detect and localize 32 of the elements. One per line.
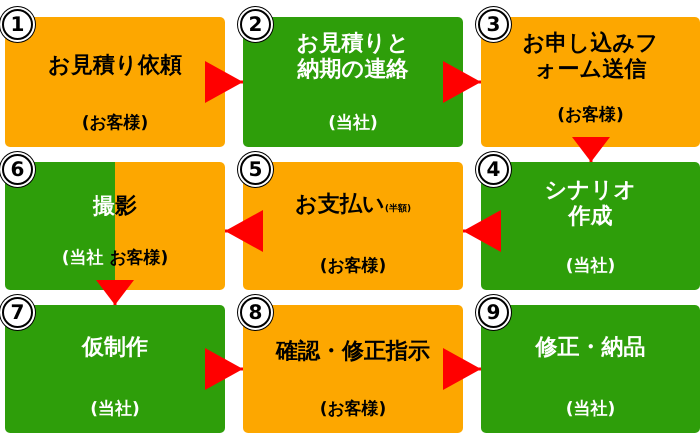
step-title: お申し込みフォーム送信 xyxy=(522,31,660,84)
arrow xyxy=(443,348,481,390)
arrow xyxy=(225,210,263,252)
arrow xyxy=(463,210,501,252)
arrow xyxy=(572,137,610,162)
step-number: 6 xyxy=(2,154,33,185)
actor-label: (当社) xyxy=(90,398,140,419)
actor-label: (当社) xyxy=(566,398,616,419)
step-title: お見積りと納期の連絡 xyxy=(296,31,410,84)
arrow xyxy=(96,280,134,305)
arrow xyxy=(205,348,243,390)
step-number: 9 xyxy=(478,297,509,328)
step-title: 修正・納品 xyxy=(536,335,646,362)
step-number: 2 xyxy=(240,9,271,40)
actor-label: (お客様) xyxy=(557,104,624,125)
step-title: お見積り依頼 xyxy=(48,53,182,80)
actor-label: (当社) xyxy=(566,256,616,276)
actor-label: (お客様) xyxy=(320,256,386,276)
step-number: 5 xyxy=(240,154,271,185)
actor-label: (当社) xyxy=(328,112,378,133)
step-number: 1 xyxy=(2,9,33,40)
step-title: シナリオ作成 xyxy=(544,178,638,231)
step-title: 確認・修正指示 xyxy=(276,339,430,366)
step-number: 4 xyxy=(478,154,509,185)
arrow xyxy=(205,61,243,103)
step-number: 3 xyxy=(478,9,509,40)
arrow xyxy=(443,61,481,103)
step-number: 8 xyxy=(240,297,271,328)
actor-label: (お客様) xyxy=(320,398,386,419)
step-title: 仮制作 xyxy=(82,335,148,362)
step-number: 7 xyxy=(2,297,33,328)
actor-label: (お客様) xyxy=(82,112,148,133)
